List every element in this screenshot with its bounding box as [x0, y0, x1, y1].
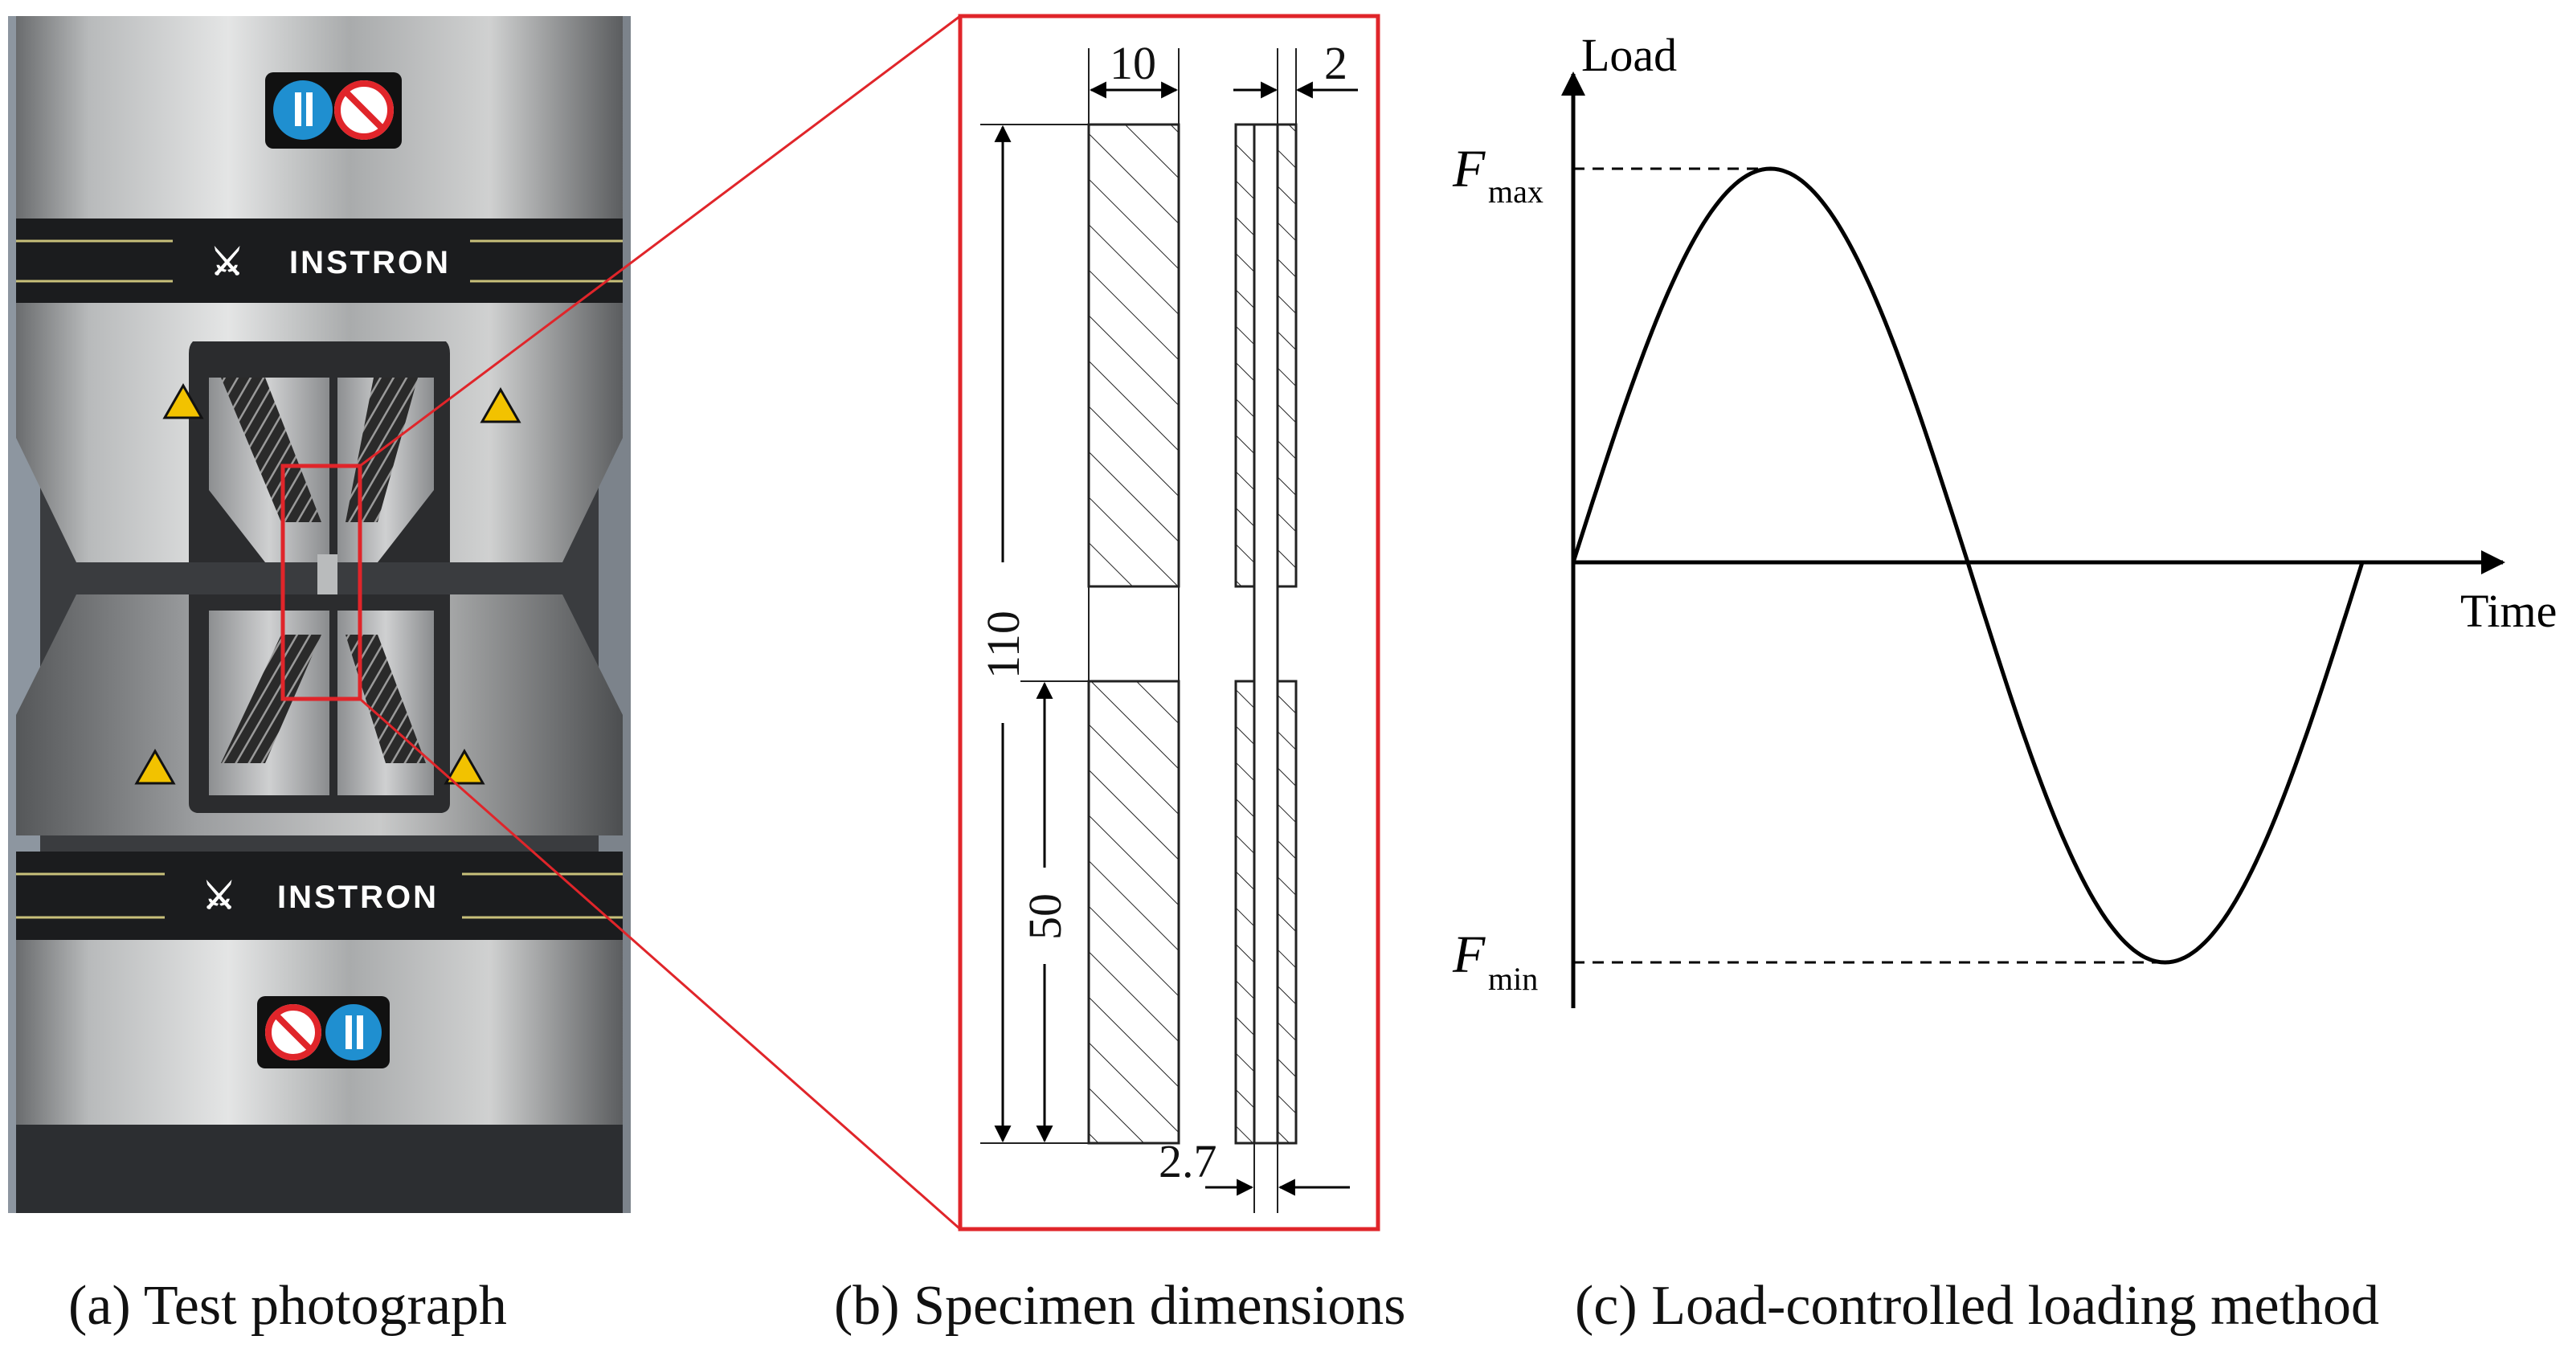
upper-brand-logo: ⚔	[211, 241, 243, 283]
caption-b: (b) Specimen dimensions	[834, 1275, 1406, 1337]
side-view-core	[1253, 123, 1279, 1145]
x-axis-label: Time	[2460, 585, 2557, 637]
caption-a: (a) Test photograph	[68, 1275, 507, 1337]
y-axis-label: Load	[1581, 29, 1677, 81]
front-lower-tab	[1087, 680, 1180, 1145]
fmin-label-main: F	[1452, 925, 1486, 984]
front-upper-tab	[1087, 123, 1180, 588]
fmax-label-main: F	[1452, 140, 1486, 198]
load-sine-curve	[1571, 166, 2365, 965]
dim-gap-label: 2.7	[1159, 1135, 1217, 1187]
dim-thickness-label: 2	[1324, 37, 1347, 89]
load-chart: Load Time F max F min	[1452, 29, 2557, 1008]
lower-brand-logo: ⚔	[202, 875, 235, 917]
fmax-label-sub: max	[1488, 174, 1544, 210]
caption-c: (c) Load-controlled loading method	[1575, 1275, 2379, 1337]
dim-width-label: 10	[1110, 37, 1156, 89]
specimen-drawing: 10 2 110 50 2.7	[958, 14, 1380, 1232]
safety-signs-bottom	[257, 996, 390, 1068]
test-photograph: ⚔ INSTRON ⚔ INSTRON	[8, 16, 631, 1213]
upper-brand-text: INSTRON	[289, 245, 451, 280]
dim-total-length-label: 110	[977, 611, 1029, 679]
lower-brand-text: INSTRON	[277, 880, 439, 915]
zoom-line-top	[359, 14, 961, 468]
safety-signs-top	[265, 72, 402, 149]
fmin-label-sub: min	[1488, 961, 1538, 997]
specimen-highlight-box	[280, 464, 362, 701]
zoom-line-bottom	[359, 697, 961, 1231]
dim-grip-length-label: 50	[1019, 893, 1071, 940]
